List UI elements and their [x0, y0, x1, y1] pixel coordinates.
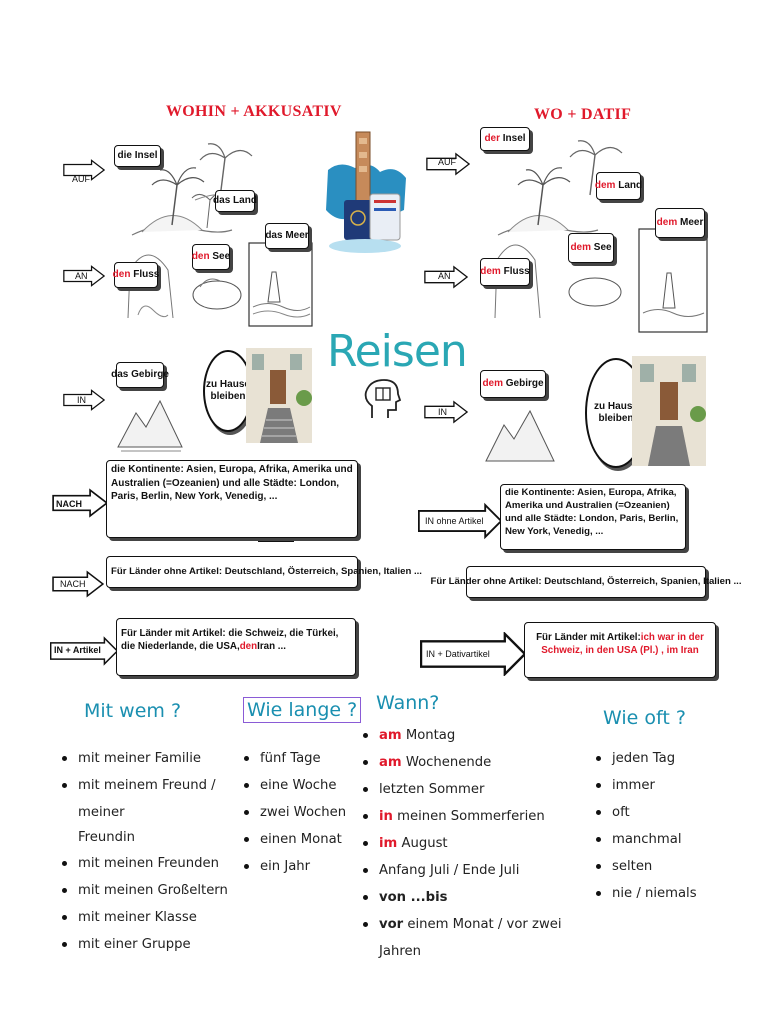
nach-label-2: NACH	[60, 579, 86, 589]
house-photo-icon	[246, 348, 312, 443]
der-insel-box: der Insel	[480, 127, 530, 151]
lighthouse-sketch-icon	[638, 228, 708, 333]
lake-sketch-icon	[192, 278, 242, 310]
list-item: manchmal	[596, 826, 716, 853]
island-sketch-icon	[131, 167, 233, 236]
list-item: mit einer Gruppe	[62, 931, 232, 958]
den-fluss-box: den Fluss	[113, 262, 159, 288]
mit-wem-title: Mit wem ?	[84, 700, 182, 722]
travel-collage-icon	[326, 131, 406, 253]
in-label-right: IN	[438, 407, 447, 417]
list-item: ein Jahr	[244, 853, 364, 880]
list-item: Anfang Juli / Ende Juli	[363, 857, 593, 884]
list-item: am Wochenende	[363, 749, 593, 776]
mountains-sketch-icon	[485, 409, 555, 462]
mountains-sketch-icon	[117, 399, 183, 452]
dem-meer-box: dem Meer	[655, 208, 705, 238]
list-item: einen Monat	[244, 826, 364, 853]
divider-line	[258, 541, 294, 542]
page-title: Reisen	[327, 326, 468, 377]
list-item: mit meinem Freund / meiner	[62, 772, 232, 826]
list-item: letzten Sommer	[363, 776, 593, 803]
an-label-right: AN	[438, 271, 451, 281]
list-item: mit meinen Freunden	[62, 850, 232, 877]
kontinente-box-right: die Kontinente: Asien, Europa, Afrika, A…	[500, 484, 686, 550]
list-item: jeden Tag	[596, 745, 716, 772]
list-item: mit meinen Großeltern	[62, 877, 232, 904]
den-see-box: den See	[192, 244, 230, 270]
wie-lange-title: Wie lange ?	[243, 697, 362, 723]
head-books-icon	[364, 379, 402, 418]
an-label-left: AN	[75, 271, 88, 281]
in-dativartikel-label: IN + Dativartikel	[426, 649, 490, 659]
mit-artikel-box-right: Für Länder mit Artikel:ich war in der Sc…	[524, 622, 716, 678]
dem-see-box: dem See	[568, 233, 614, 263]
in-artikel-label: IN + Artikel	[54, 645, 101, 655]
in-label-left: IN	[77, 395, 86, 405]
list-item: mit meiner Klasse	[62, 904, 232, 931]
list-item: vor einem Monat / vor zwei Jahren	[363, 911, 593, 965]
dem-fluss-box: dem Fluss	[480, 258, 530, 286]
ohne-artikel-box-right: Für Länder ohne Artikel: Deutschland, Ös…	[431, 566, 742, 598]
list-item: fünf Tage	[244, 745, 364, 772]
das-land-box: das Land	[213, 190, 257, 212]
mit-artikel-box-left: Für Länder mit Artikel: die Schweiz, die…	[116, 618, 356, 676]
wann-title: Wann?	[376, 692, 440, 714]
list-item: von ...bis	[363, 884, 593, 911]
palm-sketch-icon	[569, 140, 623, 196]
list-item: mit meiner Familie	[62, 745, 232, 772]
wie-oft-title: Wie oft ?	[603, 707, 686, 729]
list-item: am Montag	[363, 722, 593, 749]
list-item: nie / niemals	[596, 880, 716, 907]
dem-land-box: dem Land	[595, 172, 642, 200]
wie-lange-list: fünf Tage eine Woche zwei Wochen einen M…	[244, 745, 364, 880]
lighthouse-sketch-icon	[248, 242, 313, 327]
nach-label-1: NACH	[56, 499, 82, 509]
dem-gebirge-box: dem Gebirge	[480, 370, 546, 398]
left-section-title: WOHIN + AKKUSATIV	[166, 103, 342, 120]
list-item: selten	[596, 853, 716, 880]
list-item: im August	[363, 830, 593, 857]
list-item: eine Woche	[244, 772, 364, 799]
das-meer-box: das Meer	[265, 223, 309, 249]
list-item: in meinen Sommerferien	[363, 803, 593, 830]
island-sketch-icon	[497, 167, 599, 236]
house-photo-icon	[632, 356, 706, 466]
wann-list: am Montag am Wochenende letzten Sommer i…	[363, 722, 593, 965]
list-item-continuation: Freundin	[78, 830, 135, 845]
list-item: zwei Wochen	[244, 799, 364, 826]
das-gebirge-box: das Gebirge	[111, 362, 169, 388]
auf-label-right: AUF	[438, 157, 456, 167]
wie-oft-list: jeden Tag immer oft manchmal selten nie …	[596, 745, 716, 907]
kontinente-box-left: die Kontinente: Asien, Europa, Afrika, A…	[106, 460, 358, 538]
ohne-artikel-box-left: Für Länder ohne Artikel: Deutschland, Ös…	[106, 556, 422, 588]
auf-label-left: AUF	[72, 174, 90, 184]
mit-wem-list: mit meiner Familie mit meinem Freund / m…	[62, 745, 232, 958]
die-insel-box: die Insel	[114, 145, 161, 167]
arrow-right-icon	[63, 159, 105, 181]
list-item: immer	[596, 772, 716, 799]
list-item: oft	[596, 799, 716, 826]
lake-sketch-icon	[568, 277, 622, 307]
in-ohne-artikel-label: IN ohne Artikel	[425, 516, 484, 526]
right-section-title: WO + DATIF	[534, 106, 632, 123]
